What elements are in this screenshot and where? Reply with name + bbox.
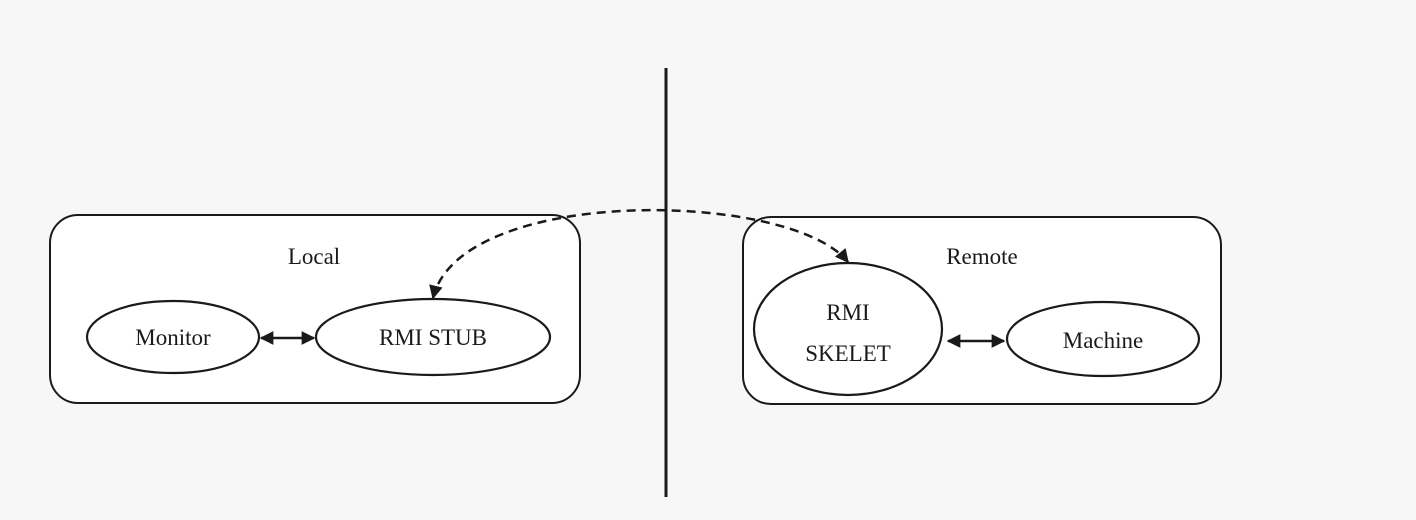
rmi-skelet-node: RMI SKELET bbox=[752, 261, 944, 397]
remote-panel: Remote RMI SKELET Machine bbox=[742, 216, 1222, 405]
rmi-skelet-label-line1: RMI bbox=[826, 300, 869, 325]
local-panel: Local Monitor RMI STUB bbox=[49, 214, 581, 404]
rmi-stub-node: RMI STUB bbox=[314, 297, 552, 377]
monitor-label: Monitor bbox=[135, 325, 211, 350]
monitor-node: Monitor bbox=[85, 299, 261, 375]
rmi-skelet-label-line2: SKELET bbox=[805, 341, 891, 366]
rmi-stub-label: RMI STUB bbox=[379, 325, 487, 350]
machine-label: Machine bbox=[1063, 328, 1143, 353]
network-call-arc bbox=[429, 208, 849, 300]
local-title: Local bbox=[288, 244, 340, 269]
remote-title: Remote bbox=[946, 244, 1018, 269]
machine-node: Machine bbox=[1005, 300, 1201, 378]
